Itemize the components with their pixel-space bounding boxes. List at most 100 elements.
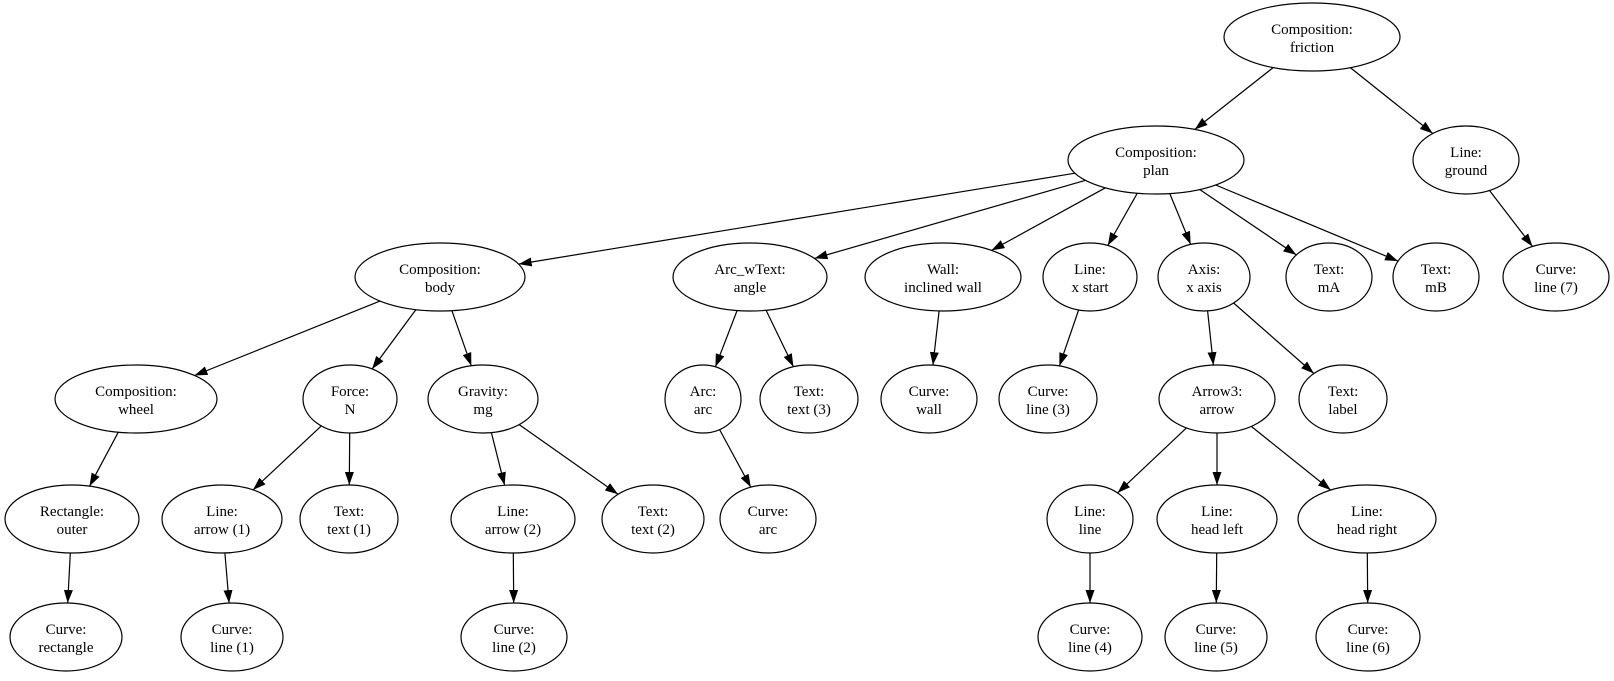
node-type-label: Wall:	[927, 262, 959, 278]
node-type-label: Curve:	[909, 384, 950, 400]
node-arrow1: Line:arrow (1)	[161, 484, 283, 554]
node-name-label: wheel	[118, 402, 154, 418]
node-name-label: line (2)	[492, 640, 536, 656]
node-ellipse	[1298, 364, 1388, 434]
node-ellipse	[9, 602, 123, 672]
node-ellipse	[601, 484, 705, 554]
node-type-label: Curve:	[46, 622, 87, 638]
node-arc: Arc:arc	[664, 364, 742, 434]
node-type-label: Line:	[1351, 504, 1383, 520]
node-name-label: arrow (2)	[485, 522, 541, 538]
edge-plan-wall	[991, 187, 1106, 251]
node-text2: Text:text (2)	[601, 484, 705, 554]
node-name-label: mg	[473, 402, 493, 418]
node-name-label: text (2)	[631, 522, 675, 538]
node-ellipse	[719, 484, 817, 554]
edge-plan-body	[518, 172, 1076, 267]
node-ellipse	[1392, 242, 1480, 312]
node-type-label: Text:	[794, 384, 825, 400]
node-ellipse	[1285, 242, 1373, 312]
node-ellipse	[1157, 242, 1251, 312]
edge-body-forceN	[371, 309, 417, 370]
node-type-label: Arrow3:	[1192, 384, 1243, 400]
node-ellipse	[4, 484, 140, 554]
node-ellipse	[1037, 602, 1143, 672]
node-name-label: rectangle	[39, 640, 94, 656]
node-type-label: Gravity:	[458, 384, 508, 400]
node-body: Composition:body	[354, 242, 526, 312]
edge-mg-text2	[518, 424, 619, 495]
node-name-label: line (1)	[210, 640, 254, 656]
node-type-label: Curve:	[1196, 622, 1237, 638]
node-curvewall: Curve: wall	[880, 364, 978, 434]
node-type-label: Axis:	[1188, 262, 1221, 278]
node-name-label: line (4)	[1068, 640, 1112, 656]
node-friction: Composition: friction	[1223, 2, 1401, 72]
node-wall: Wall: inclined wall	[864, 242, 1022, 312]
edge-plan-mB	[1215, 184, 1399, 262]
node-outer: Rectangle:outer	[4, 484, 140, 554]
node-line6: Curve:line (6)	[1315, 602, 1421, 672]
node-name-label: ground	[1445, 163, 1488, 179]
node-line: Line:line	[1046, 484, 1134, 554]
edge-body-wheel	[194, 300, 381, 377]
edge-plan-xstart	[1107, 192, 1138, 246]
node-type-label: Text:	[1421, 262, 1452, 278]
node-ellipse	[1046, 484, 1134, 554]
node-xaxis: Axis:x axis	[1157, 242, 1251, 312]
node-ellipse	[1297, 484, 1437, 554]
node-name-label: line (3)	[1026, 402, 1070, 418]
node-ellipse	[1042, 242, 1138, 312]
node-text3: Text: text (3)	[759, 364, 859, 434]
node-ellipse	[880, 364, 978, 434]
node-ellipse	[1502, 242, 1610, 312]
node-name-label: mA	[1318, 280, 1341, 296]
edge-plan-angle	[814, 179, 1086, 260]
node-type-label: Line:	[1450, 145, 1482, 161]
edge-mg-arrow2	[490, 432, 506, 486]
node-line2: Curve:line (2)	[460, 602, 568, 672]
node-name-label: wall	[916, 402, 942, 418]
edge-outer-rectangle	[63, 552, 73, 604]
node-line4: Curve:line (4)	[1037, 602, 1143, 672]
node-name-label: text (3)	[787, 402, 831, 418]
node-ellipse	[1158, 364, 1276, 434]
node-ellipse	[1223, 2, 1401, 72]
node-type-label: Curve:	[748, 504, 789, 520]
node-curvearc: Curve:arc	[719, 484, 817, 554]
node-ellipse	[664, 364, 742, 434]
node-type-label: Curve:	[1028, 384, 1069, 400]
node-ellipse	[460, 602, 568, 672]
node-text1: Text:text (1)	[299, 484, 399, 554]
node-name-label: mB	[1425, 280, 1447, 296]
node-name-label: friction	[1290, 40, 1335, 56]
node-ellipse	[299, 484, 399, 554]
node-type-label: Composition:	[1271, 22, 1353, 38]
node-name-label: line (6)	[1346, 640, 1390, 656]
node-ellipse	[1164, 602, 1268, 672]
node-angle: Arc_wText:angle	[672, 242, 828, 312]
edge-body-mg	[451, 310, 472, 366]
node-arrow3: Arrow3:arrow	[1158, 364, 1276, 434]
edge-friction-ground	[1349, 67, 1434, 134]
node-type-label: Composition:	[95, 384, 177, 400]
node-type-label: Curve:	[212, 622, 253, 638]
node-ellipse	[672, 242, 828, 312]
node-ellipse	[302, 364, 398, 434]
node-type-label: Line:	[1074, 504, 1106, 520]
node-headleft: Line:head left	[1156, 484, 1278, 554]
edge-friction-plan	[1194, 67, 1274, 130]
node-ellipse	[427, 364, 539, 434]
node-type-label: Arc:	[690, 384, 717, 400]
edge-arc-curvearc	[719, 429, 752, 488]
edge-forceN-arrow1	[252, 425, 322, 491]
node-name-label: body	[425, 280, 456, 296]
nodes-layer: Composition:frictionComposition:planLine…	[4, 2, 1610, 672]
node-arrow2: Line:arrow (2)	[450, 484, 576, 554]
edge-arrow3-line	[1117, 427, 1187, 494]
node-name-label: inclined wall	[904, 280, 982, 296]
node-type-label: Force:	[331, 384, 369, 400]
node-ellipse	[1156, 484, 1278, 554]
node-mA: Text:mA	[1285, 242, 1373, 312]
